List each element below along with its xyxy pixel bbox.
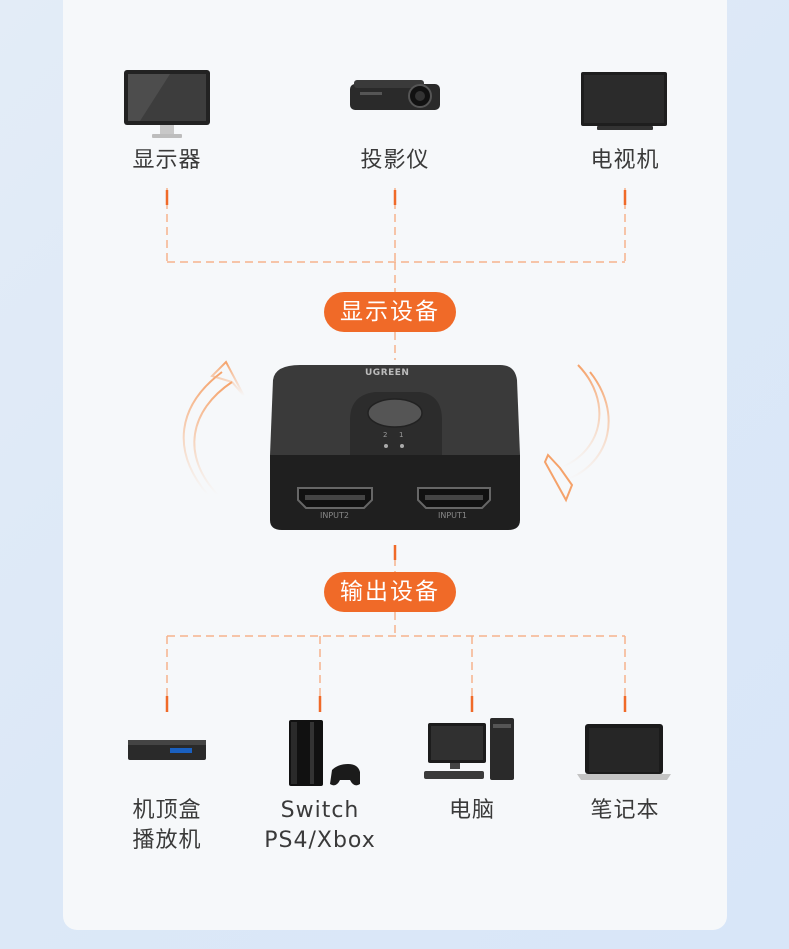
- console-label-line1: Switch: [280, 798, 360, 823]
- laptop-icon: [577, 724, 671, 780]
- laptop-label: 笔记本: [590, 798, 660, 823]
- top-connector-lines: [166, 188, 626, 360]
- bottom-connector-ends: [165, 545, 627, 712]
- left-curved-arrow-icon: [182, 360, 245, 496]
- port-label-input2: INPUT2: [320, 511, 349, 520]
- projector-label: 投影仪: [360, 148, 430, 173]
- monitor-icon: [124, 70, 210, 138]
- desktop-computer-icon: [424, 718, 514, 780]
- monitor-label: 显示器: [132, 148, 202, 173]
- brand-logo: UGREEN: [365, 368, 410, 378]
- tv-icon: [581, 72, 667, 130]
- display-devices-pill: 显示设备: [324, 292, 456, 332]
- led-label-2: 2: [383, 431, 388, 439]
- game-console-icon: [289, 720, 360, 786]
- console-label-line2: PS4/Xbox: [264, 828, 376, 853]
- port-label-input1: INPUT1: [438, 511, 467, 520]
- output-devices-pill: 输出设备: [324, 572, 456, 612]
- bottom-connector-lines: [166, 545, 626, 712]
- top-connector-ends: [165, 190, 627, 205]
- computer-label: 电脑: [448, 798, 495, 823]
- settop-box-icon: [128, 740, 206, 760]
- projector-icon: [350, 80, 440, 110]
- right-curved-arrow-icon: [543, 364, 610, 503]
- hdmi-switch-device: [270, 365, 520, 530]
- settop-label-line1: 机顶盒: [132, 798, 202, 823]
- led-label-1: 1: [399, 431, 404, 439]
- settop-label-line2: 播放机: [132, 828, 202, 853]
- tv-label: 电视机: [590, 148, 660, 173]
